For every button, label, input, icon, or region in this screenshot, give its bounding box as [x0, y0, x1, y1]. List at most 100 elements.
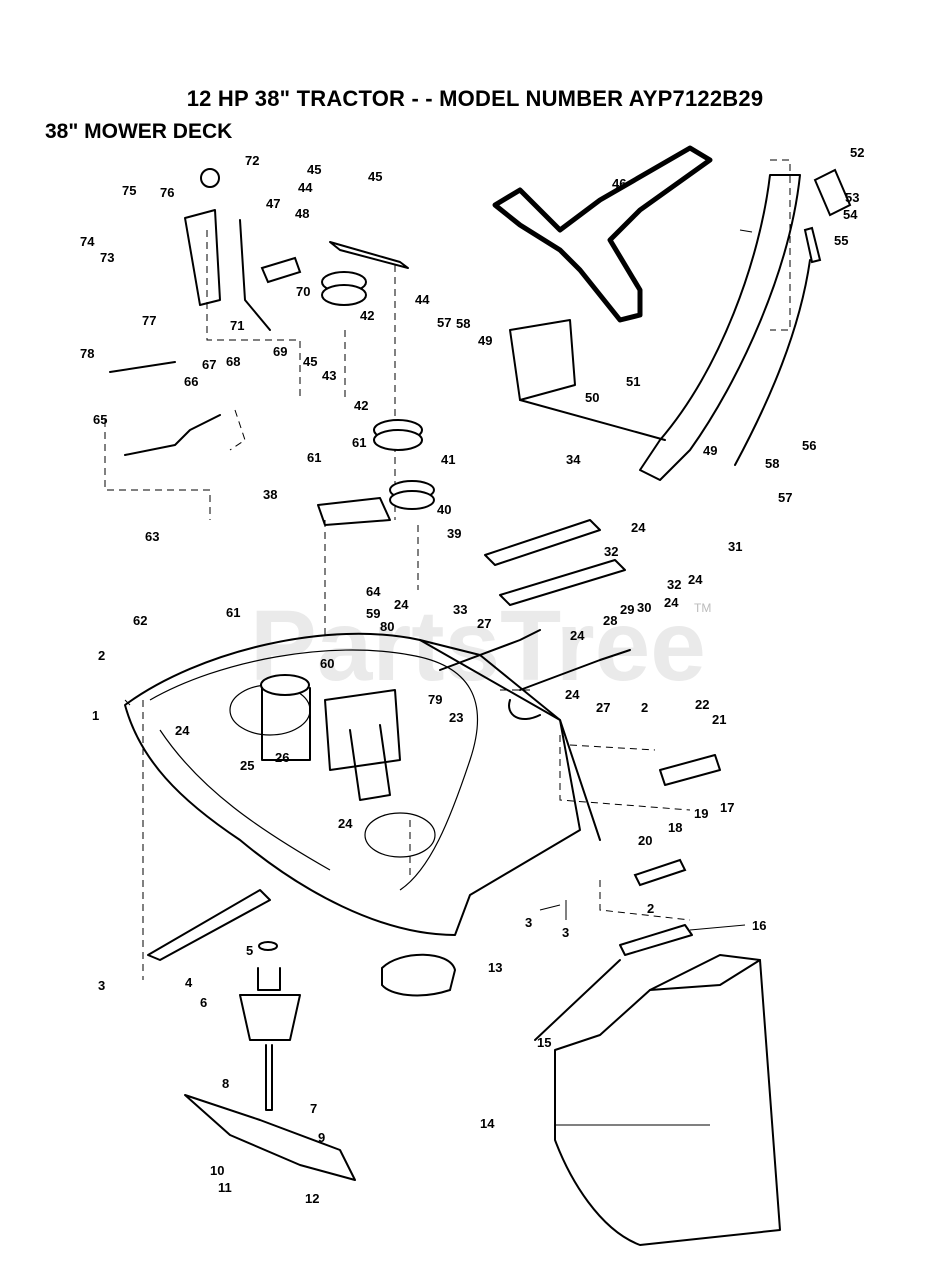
- callout-34: 34: [566, 452, 581, 467]
- callout-46: 46: [612, 176, 626, 191]
- callout-26: 26: [275, 750, 289, 765]
- callout-58: 58: [456, 316, 470, 331]
- callout-23: 23: [449, 710, 463, 725]
- callout-79: 79: [428, 692, 442, 707]
- mower-belt: [492, 145, 713, 323]
- deck-lift-handle: [509, 168, 852, 481]
- callout-20: 20: [638, 833, 652, 848]
- callout-63: 63: [145, 529, 159, 544]
- lever-assembly: [109, 168, 302, 456]
- callout-52: 52: [850, 145, 864, 160]
- callout-59: 59: [366, 606, 380, 621]
- callout-3b: 3: [525, 915, 532, 930]
- callout-69: 69: [273, 344, 287, 359]
- callout-14: 14: [480, 1116, 495, 1131]
- callout-24d: 24: [565, 687, 580, 702]
- callout-42b: 42: [360, 308, 374, 323]
- callout-24g: 24: [631, 520, 646, 535]
- callout-67: 67: [202, 357, 216, 372]
- callout-55: 55: [834, 233, 848, 248]
- callout-68: 68: [226, 354, 240, 369]
- callout-4: 4: [185, 975, 193, 990]
- callout-39: 39: [447, 526, 461, 541]
- callout-1: 1: [92, 708, 99, 723]
- callout-78: 78: [80, 346, 94, 361]
- callout-5: 5: [246, 943, 253, 958]
- callout-33: 33: [453, 602, 467, 617]
- callout-73: 73: [100, 250, 114, 265]
- callout-50: 50: [585, 390, 599, 405]
- callout-48: 48: [295, 206, 309, 221]
- callout-2c: 2: [647, 901, 654, 916]
- callout-24f: 24: [664, 595, 679, 610]
- callout-24b: 24: [338, 816, 353, 831]
- callout-27: 27: [477, 616, 491, 631]
- callout-29: 29: [620, 602, 634, 617]
- callout-45b: 45: [368, 169, 382, 184]
- callout-10: 10: [210, 1163, 224, 1178]
- callout-labels: 1 2 2 2 3 3 3 4 5 6 7 8 9 10 11 12 13 14…: [80, 145, 864, 1206]
- callout-61c: 61: [226, 605, 240, 620]
- callout-24: 24: [175, 723, 190, 738]
- callout-24e: 24: [570, 628, 585, 643]
- callout-42: 42: [354, 398, 368, 413]
- callout-76: 76: [160, 185, 174, 200]
- callout-leaders: [124, 229, 753, 1126]
- callout-53: 53: [845, 190, 859, 205]
- callout-71: 71: [230, 318, 244, 333]
- callout-62: 62: [133, 613, 147, 628]
- callout-27b: 27: [596, 700, 610, 715]
- callout-40: 40: [437, 502, 451, 517]
- callout-43: 43: [322, 368, 336, 383]
- callout-32b: 32: [667, 577, 681, 592]
- callout-74: 74: [80, 234, 95, 249]
- watermark-trademark: TM: [694, 601, 711, 615]
- callout-45: 45: [307, 162, 321, 177]
- callout-80: 80: [380, 619, 394, 634]
- callout-45c: 45: [303, 354, 317, 369]
- callout-21: 21: [712, 712, 726, 727]
- watermark: PartsTree: [250, 590, 706, 702]
- callout-3: 3: [98, 978, 105, 993]
- callout-13: 13: [488, 960, 502, 975]
- callout-60: 60: [320, 656, 334, 671]
- deck-spindle-housing: [260, 674, 401, 801]
- callout-31: 31: [728, 539, 742, 554]
- callout-56: 56: [802, 438, 816, 453]
- pulleys: [317, 241, 435, 526]
- callout-17: 17: [720, 800, 734, 815]
- callout-32: 32: [604, 544, 618, 559]
- callout-24h: 24: [688, 572, 703, 587]
- callout-12: 12: [305, 1191, 319, 1206]
- callout-49b: 49: [703, 443, 717, 458]
- lift-links: [484, 519, 626, 606]
- callout-54: 54: [843, 207, 858, 222]
- callout-25: 25: [240, 758, 254, 773]
- callout-7: 7: [310, 1101, 317, 1116]
- drive-rods: [439, 629, 631, 720]
- callout-2: 2: [98, 648, 105, 663]
- callout-65: 65: [93, 412, 107, 427]
- callout-19: 19: [694, 806, 708, 821]
- blade-spindle-parts: [147, 889, 457, 1181]
- page-title: 12 HP 38" TRACTOR - - MODEL NUMBER AYP71…: [186, 86, 764, 111]
- section-title: 38" MOWER DECK: [45, 120, 233, 143]
- callout-30: 30: [637, 600, 651, 615]
- callout-28: 28: [603, 613, 617, 628]
- callout-49: 49: [478, 333, 492, 348]
- assembly-guide-lines: [104, 159, 791, 980]
- callout-61: 61: [307, 450, 321, 465]
- callout-64: 64: [366, 584, 381, 599]
- callout-22: 22: [695, 697, 709, 712]
- callout-2b: 2: [641, 700, 648, 715]
- callout-9: 9: [318, 1130, 325, 1145]
- callout-16: 16: [752, 918, 766, 933]
- callout-75: 75: [122, 183, 136, 198]
- callout-8: 8: [222, 1076, 229, 1091]
- callout-44: 44: [298, 180, 313, 195]
- callout-61b: 61: [352, 435, 366, 450]
- callout-47: 47: [266, 196, 280, 211]
- callout-41: 41: [441, 452, 455, 467]
